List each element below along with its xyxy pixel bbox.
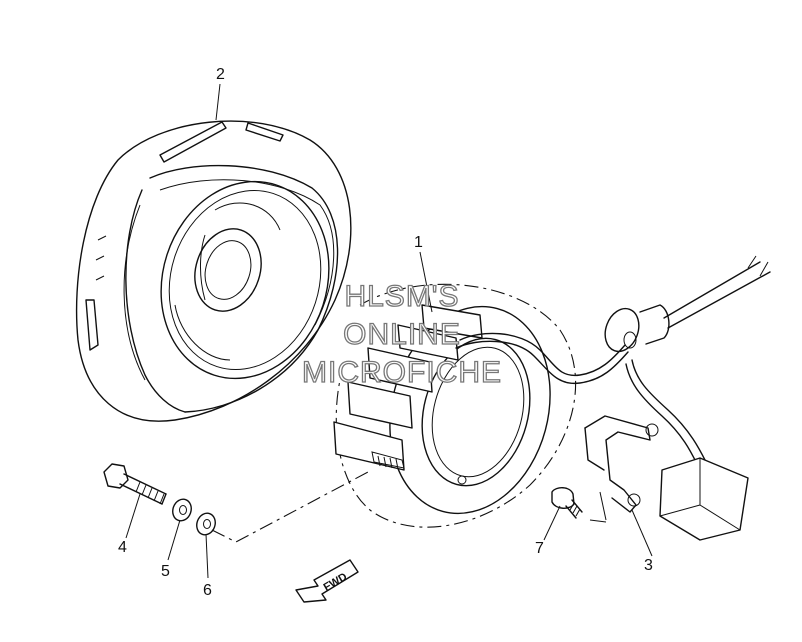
watermark-line-2: ONLINE <box>343 318 461 351</box>
assembly-centerline <box>211 471 369 543</box>
watermark: HLSM'S ONLINE MICROFICHE <box>301 279 502 389</box>
callout-part-4: 4 <box>118 539 127 556</box>
washer-5 <box>172 498 192 522</box>
watermark-line-3: MICROFICHE <box>302 356 502 389</box>
bolt-4 <box>103 463 167 505</box>
washer-6 <box>196 512 216 536</box>
watermark-line-1: HLSM'S <box>344 280 459 313</box>
lead-clamp <box>584 415 659 523</box>
callout-part-7: 7 <box>535 540 544 557</box>
rotor-flywheel <box>75 120 352 422</box>
callout-part-6: 6 <box>203 582 212 599</box>
callout-part-5: 5 <box>161 563 170 580</box>
stator-assembly <box>333 255 771 541</box>
fwd-direction-arrow: FWD <box>295 559 359 603</box>
screw-7 <box>551 487 583 519</box>
leader-lines <box>125 83 653 579</box>
callout-part-1: 1 <box>414 234 423 251</box>
callout-part-2: 2 <box>216 66 225 83</box>
callout-part-3: 3 <box>644 557 653 574</box>
